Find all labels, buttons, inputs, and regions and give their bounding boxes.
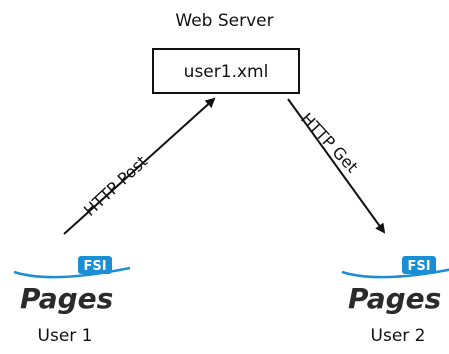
fsi-pages-logo-user-1: FSI Pages [13, 256, 131, 315]
server-file-label: user1.xml [183, 62, 269, 82]
web-server-title: Web Server [175, 11, 274, 31]
http-post-arrow [63, 97, 216, 235]
logo-word-text: Pages [348, 282, 441, 315]
http-get-arrow [287, 98, 386, 234]
logo-badge-text: FSI [407, 259, 430, 274]
user-1-label: User 1 [37, 326, 93, 346]
web-server-box: user1.xml [152, 48, 300, 94]
fsi-pages-logo-user-2: FSI Pages [341, 256, 449, 315]
logo-badge-text: FSI [83, 259, 106, 274]
logo-word-text: Pages [20, 282, 113, 315]
user-2-label: User 2 [370, 326, 426, 346]
